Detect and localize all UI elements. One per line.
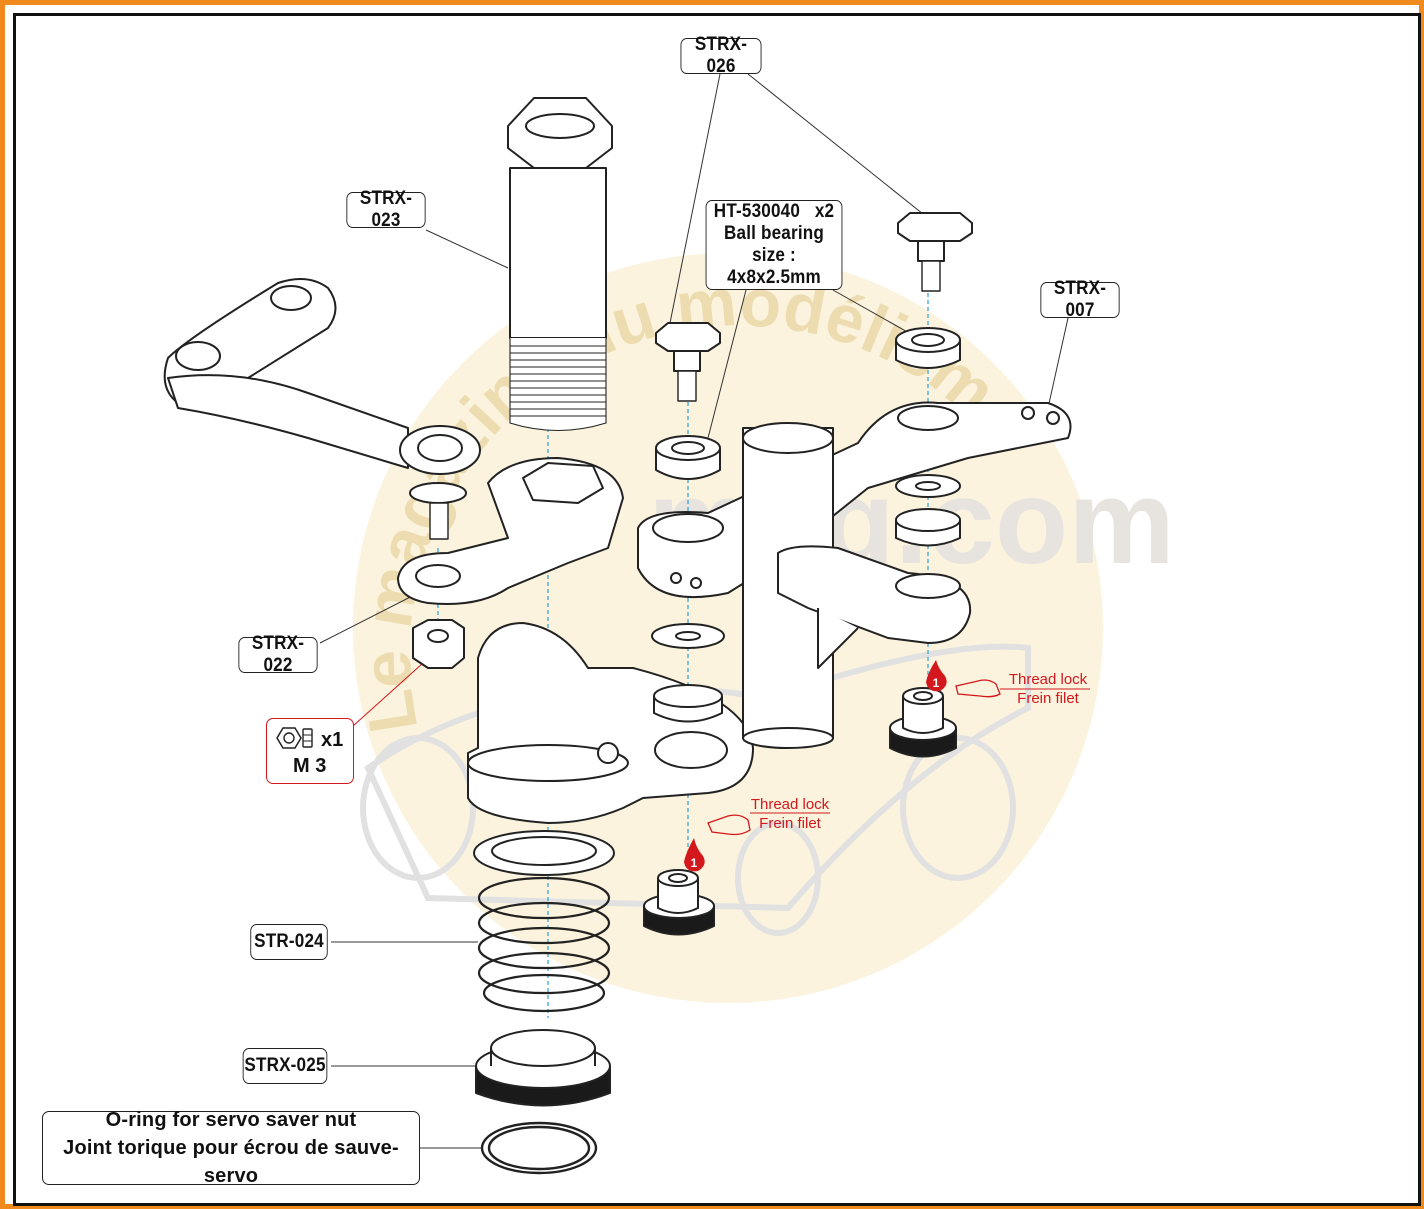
steering-post <box>507 97 613 432</box>
label-strx-026: STRX-026 <box>680 34 762 77</box>
ball-bearing-right <box>895 327 961 369</box>
label-strx-022: STRX-022 <box>238 633 318 676</box>
parts <box>163 97 1072 1175</box>
thread-lock-upper-text: Thread lock Frein filet <box>1000 670 1096 708</box>
knob-left <box>643 869 715 936</box>
knob-right <box>889 687 957 758</box>
label-str-024: STR-024 <box>250 924 328 960</box>
diagram-panel: Le magazine du modélisme mag.com <box>13 13 1421 1206</box>
o-ring <box>480 1121 598 1175</box>
exploded-view-drawing: Le magazine du modélisme mag.com <box>163 73 1175 1175</box>
hex-nut-icon <box>276 727 313 749</box>
spacer-stack-left <box>651 623 725 723</box>
spring-collar <box>473 830 615 876</box>
bearing-part-number: HT-530040 x2 <box>713 201 835 222</box>
servo-saver-body <box>467 622 754 824</box>
m3-nut <box>412 619 465 669</box>
thread-lock-lower-marker: 1 <box>684 812 830 872</box>
label-strx-025: STRX-025 <box>242 1048 328 1084</box>
thread-lock-lower-en: Thread lock <box>750 796 830 813</box>
flanged-screw-right <box>897 212 973 292</box>
thread-lock-lower-fr: Frein filet <box>759 815 821 832</box>
knurled-nut <box>475 1029 611 1107</box>
label-o-ring: O-ring for servo saver nut Joint torique… <box>42 1109 420 1187</box>
nut-leader-line <box>352 662 424 727</box>
pointing-hand-icon <box>955 679 1001 698</box>
label-strx-007: STRX-007 <box>1040 278 1120 321</box>
bearing-size-value: 4x8x2.5mm <box>727 267 821 288</box>
label-ball-bearing: HT-530040 x2 Ball bearing size : 4x8x2.5… <box>705 200 843 290</box>
bearing-size-title: Ball bearing size : <box>723 223 825 266</box>
nut-size: M 3 <box>293 755 327 777</box>
flanged-screw-left <box>655 322 721 402</box>
thread-lock-upper-en: Thread lock <box>1008 671 1088 688</box>
servo-saver-arm <box>397 457 624 605</box>
servo-arm-and-link <box>163 278 481 540</box>
label-strx-023: STRX-023 <box>346 188 426 231</box>
right-bracket <box>777 545 972 669</box>
leader-lines <box>319 73 1069 1149</box>
pointing-hand-icon <box>707 814 751 836</box>
thread-lock-upper-marker: 1 <box>926 660 1090 698</box>
nut-callout: x1 M 3 <box>266 718 354 784</box>
ball-bearing-left <box>655 435 721 480</box>
o-ring-french: Joint torique pour écrou de sauve-servo <box>63 1137 399 1187</box>
drop-number-upper: 1 <box>933 676 940 690</box>
nut-quantity: x1 <box>321 729 344 751</box>
spacer-stack-right <box>895 474 961 547</box>
o-ring-english: O-ring for servo saver nut <box>105 1109 357 1131</box>
drop-number-lower: 1 <box>691 856 698 870</box>
thread-lock-lower-text: Thread lock Frein filet <box>742 795 838 833</box>
thread-lock-upper-fr: Frein filet <box>1017 690 1079 707</box>
spring <box>477 876 611 1013</box>
